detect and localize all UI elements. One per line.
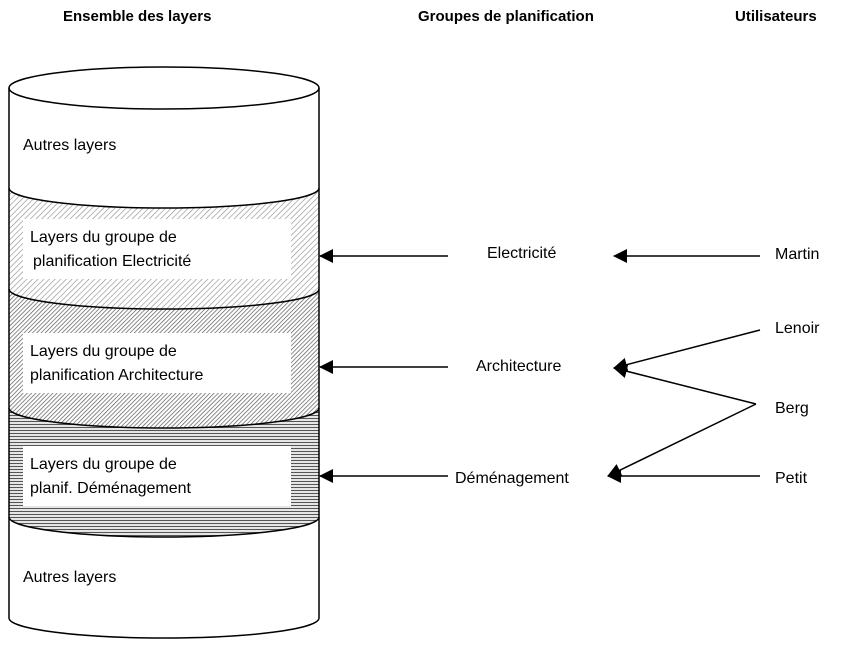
label-box-demenagement [23, 446, 291, 506]
cylinder-top [8, 66, 320, 110]
header-planning-groups: Groupes de planification [418, 8, 594, 25]
group-electricite: Electricité [487, 245, 556, 262]
label-demenagement-line2: planif. Déménagement [30, 480, 192, 497]
user-lenoir: Lenoir [775, 320, 820, 337]
label-autres-layers-top: Autres layers [23, 137, 116, 154]
label-demenagement-line1: Layers du groupe de [30, 456, 177, 473]
label-autres-layers-bottom: Autres layers [23, 569, 116, 586]
separator-2 [8, 288, 320, 310]
separator-3 [8, 407, 320, 429]
separator-4 [8, 516, 320, 538]
label-box-architecture [23, 333, 291, 393]
group-demenagement: Déménagement [455, 470, 569, 487]
header-users: Utilisateurs [735, 8, 817, 25]
arrow-lenoir-to-architecture [613, 329, 761, 372]
user-berg: Berg [775, 400, 809, 417]
group-architecture: Architecture [476, 358, 561, 375]
label-electricite-line1: Layers du groupe de [30, 229, 177, 246]
user-petit: Petit [775, 470, 808, 487]
cylinder-bottom [8, 617, 320, 639]
separator-1 [8, 187, 320, 209]
header-layers: Ensemble des layers [63, 8, 212, 25]
arrow-berg-to-demenagement [607, 403, 757, 477]
label-box-electricite [23, 219, 291, 279]
label-architecture-line2: planification Architecture [30, 367, 204, 384]
user-martin: Martin [775, 246, 819, 263]
label-architecture-line1: Layers du groupe de [30, 343, 177, 360]
arrow-berg-to-architecture [613, 364, 757, 405]
label-electricite-line2: planification Electricité [33, 253, 191, 270]
